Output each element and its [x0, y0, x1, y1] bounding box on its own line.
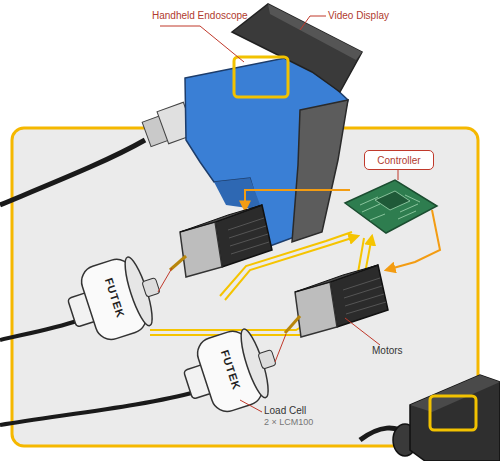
part-label: Load Cell — [264, 405, 306, 416]
motor-top — [295, 265, 378, 292]
endoscope-trigger-area — [214, 178, 262, 210]
leader-line — [300, 16, 326, 30]
motor — [215, 205, 272, 267]
coupling-line — [275, 334, 286, 362]
load-cell-cable — [0, 392, 195, 425]
controller-chip — [375, 191, 410, 210]
endoscope-body — [185, 55, 348, 246]
endoscope-cable — [0, 140, 145, 205]
part-label: Motors — [372, 345, 403, 356]
handheld-device-body — [410, 375, 500, 461]
callout-text: Controller — [377, 155, 420, 166]
controller-board — [345, 180, 437, 233]
motor-fins — [228, 218, 269, 254]
motor-shaft — [170, 256, 186, 270]
endoscope-grip — [292, 100, 348, 242]
motor-shaft — [285, 316, 300, 333]
callout-tail — [398, 170, 399, 180]
handheld-device-top — [410, 375, 500, 412]
highlight-box — [430, 396, 476, 430]
motor — [330, 265, 388, 327]
part-label: Video Display — [328, 10, 389, 21]
part-label: 2 × LCM100 — [264, 418, 313, 428]
load-cell — [60, 249, 169, 349]
callout-box: Controller — [364, 150, 434, 170]
leader-line — [160, 26, 244, 62]
motor-top — [180, 205, 262, 232]
control-signal-line — [386, 210, 440, 270]
coupling-line — [158, 268, 172, 292]
motor-fins — [343, 278, 386, 314]
pcb-traces — [360, 195, 420, 220]
leader-line — [345, 318, 380, 345]
part-label: Handheld Endoscope — [152, 10, 248, 21]
highlight-box — [234, 57, 288, 97]
leader-line — [240, 400, 262, 412]
load-cell-cable — [0, 320, 80, 340]
